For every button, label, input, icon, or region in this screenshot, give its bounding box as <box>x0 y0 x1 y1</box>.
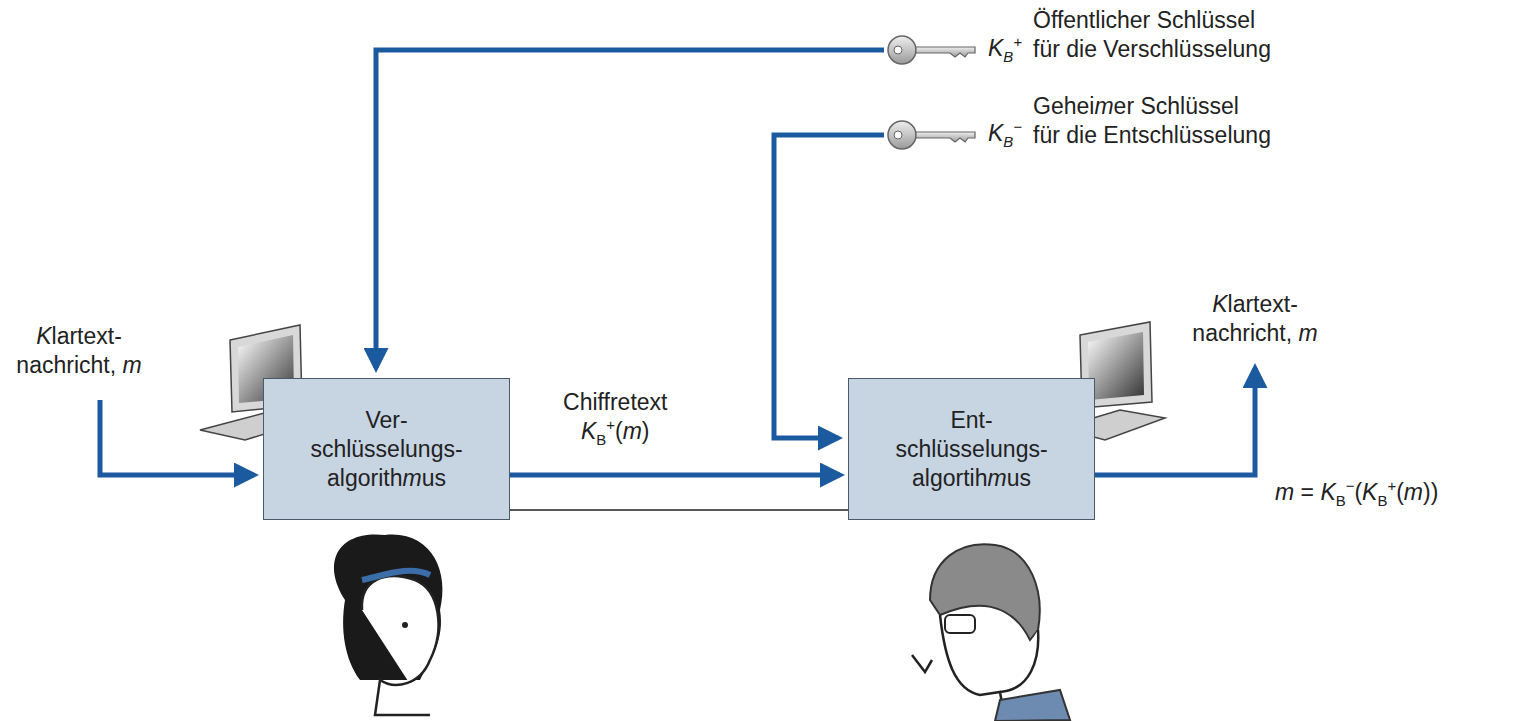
key-symbol: KB+ <box>988 34 1022 63</box>
equation-label: m = KB−(KB+(m)) <box>1275 478 1438 507</box>
key-line <box>376 50 884 368</box>
cipher-connector <box>510 473 840 478</box>
edge-label: Chiffretext KB+(m) <box>563 388 667 446</box>
algorithm-box: Ent- schlüsselungs- algortihmus <box>848 378 1095 520</box>
box-text: Ent- schlüsselungs- algortihmus <box>895 406 1047 493</box>
box-text: Ver- schlüsselungs- algorithmus <box>310 406 462 493</box>
cipher-connector <box>510 509 848 511</box>
key-description: Geheimer Schlüssel für die Entschlüsselu… <box>1033 92 1271 150</box>
plaintext-label: Klartext- nachricht, m <box>1180 290 1330 348</box>
person-bob <box>912 544 1070 721</box>
person-alice <box>334 534 442 715</box>
key-icon <box>888 121 975 149</box>
key-symbol: KB− <box>988 119 1022 148</box>
key-description: Öffentlicher Schlüssel für die Verschlüs… <box>1033 6 1271 64</box>
plaintext-label: Klartext- nachricht, m <box>4 322 154 380</box>
key-icon <box>888 36 975 64</box>
algorithm-box: Ver- schlüsselungs- algorithmus <box>263 378 510 520</box>
